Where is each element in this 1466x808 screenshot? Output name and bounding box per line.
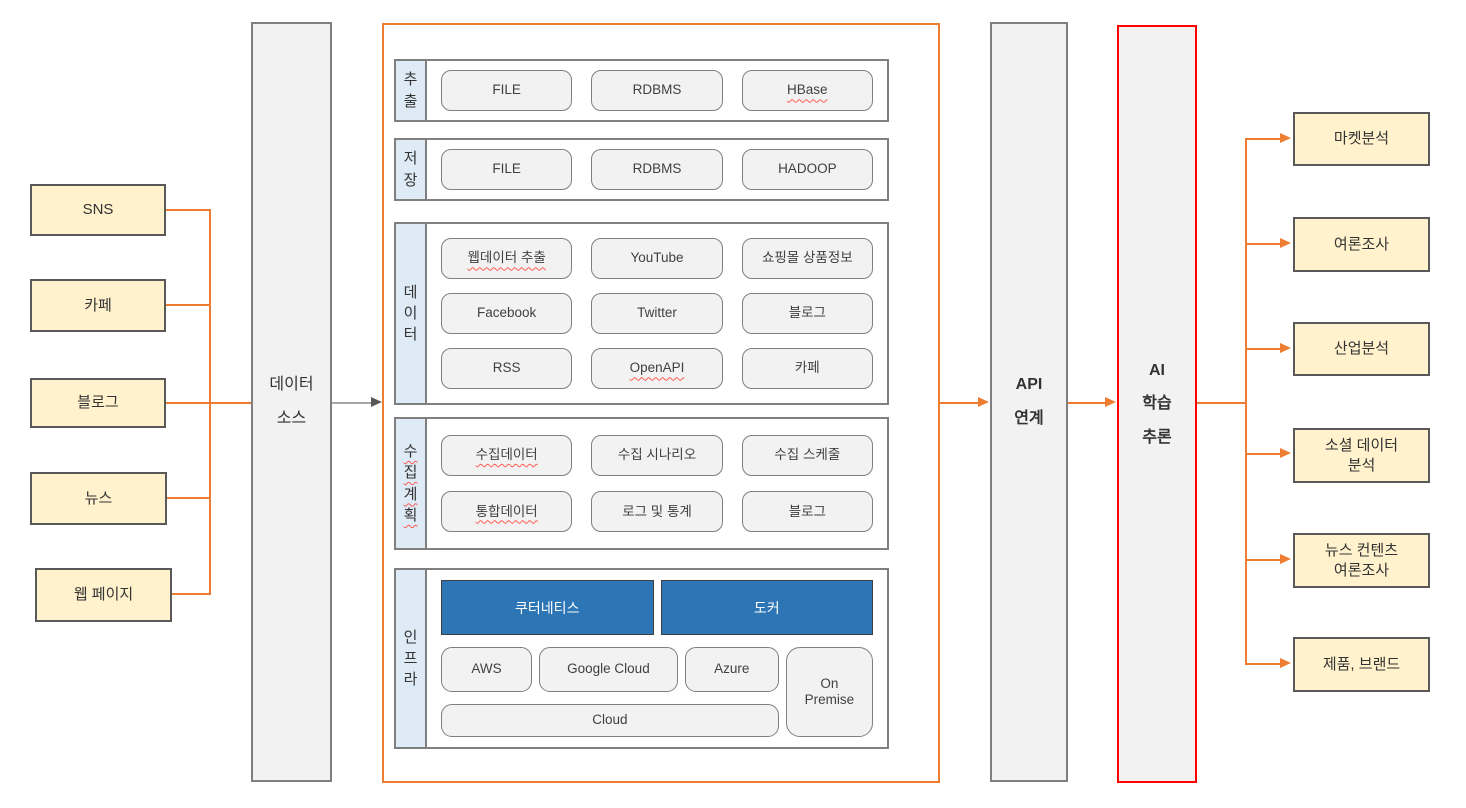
section-label-plan: 수집계획 bbox=[396, 419, 427, 548]
module-data-facebook: Facebook bbox=[441, 293, 573, 334]
branch-line-6 bbox=[1245, 663, 1280, 665]
infra-google-cloud-box: Google Cloud bbox=[539, 647, 678, 692]
connector-webpage-line bbox=[172, 593, 210, 595]
infra-cloud-box: Cloud bbox=[441, 704, 779, 737]
api-link-box: API 연계 bbox=[990, 22, 1068, 782]
module-store-rdbms: RDBMS bbox=[591, 149, 723, 190]
connector-cafe-line bbox=[166, 304, 210, 306]
branch-line-3 bbox=[1245, 348, 1280, 350]
module-store-file: FILE bbox=[441, 149, 573, 190]
infra-kubernetes-box: 쿠터네티스 bbox=[441, 580, 654, 635]
module-data-twitter: Twitter bbox=[591, 293, 723, 334]
branch-arrow-1-icon bbox=[1280, 133, 1291, 143]
module-store-hadoop: HADOOP bbox=[741, 149, 873, 190]
module-plan-collect-data: 수집데이터 bbox=[475, 447, 538, 463]
branch-arrow-5-icon bbox=[1280, 554, 1291, 564]
source-trunk-line bbox=[209, 209, 211, 595]
arrow-line-to-ai bbox=[1068, 402, 1107, 404]
section-store: 저장 FILE RDBMS HADOOP bbox=[394, 138, 889, 201]
infra-on-premise-box: On Premise bbox=[785, 647, 873, 737]
source-box-webpage: 웹 페이지 bbox=[35, 568, 172, 622]
module-data-rss: RSS bbox=[441, 348, 573, 389]
module-data-shopping-info: 쇼핑몰 상품정보 bbox=[741, 238, 873, 279]
section-infra: 인프라 쿠터네티스 도커 AWS Google Cloud Azure On P… bbox=[394, 568, 889, 749]
section-data: 데이터 웹데이터 추출 YouTube 쇼핑몰 상품정보 Facebook Tw… bbox=[394, 222, 889, 405]
arrow-head-to-api-icon bbox=[978, 397, 989, 407]
branch-arrow-6-icon bbox=[1280, 658, 1291, 668]
branch-line-2 bbox=[1245, 243, 1280, 245]
section-plan: 수집계획 수집데이터 수집 시나리오 수집 스케줄 통합데이터 로그 및 통계 … bbox=[394, 417, 889, 550]
module-extract-file: FILE bbox=[441, 70, 573, 111]
module-data-cafe: 카페 bbox=[741, 348, 873, 389]
module-plan-log-stats: 로그 및 통계 bbox=[591, 491, 723, 533]
module-data-openapi: OpenAPI bbox=[629, 360, 685, 376]
module-plan-schedule: 수집 스케줄 bbox=[741, 434, 873, 476]
module-plan-scenario: 수집 시나리오 bbox=[591, 434, 723, 476]
arrow-head-to-frame-icon bbox=[371, 397, 382, 407]
output-box-product-brand: 제품, 브랜드 bbox=[1293, 637, 1430, 692]
output-box-social-data-analysis: 소셜 데이터 분석 bbox=[1293, 428, 1430, 483]
connector-news-line bbox=[167, 497, 210, 499]
infra-aws-box: AWS bbox=[441, 647, 533, 692]
output-box-news-content-poll: 뉴스 컨텐츠 여론조사 bbox=[1293, 533, 1430, 588]
source-box-sns: SNS bbox=[30, 184, 166, 236]
section-extract: 추출 FILE RDBMS HBase bbox=[394, 59, 889, 122]
branch-arrow-2-icon bbox=[1280, 238, 1291, 248]
section-label-data: 데이터 bbox=[396, 224, 427, 403]
connector-sns-line bbox=[166, 209, 210, 211]
branch-line-1 bbox=[1245, 138, 1280, 140]
module-extract-hbase: HBase bbox=[787, 82, 828, 98]
infra-azure-box: Azure bbox=[684, 647, 779, 692]
module-plan-blog: 블로그 bbox=[741, 491, 873, 533]
module-extract-rdbms: RDBMS bbox=[591, 70, 723, 111]
output-box-industry-analysis: 산업분석 bbox=[1293, 322, 1430, 376]
module-data-blog: 블로그 bbox=[741, 293, 873, 334]
source-box-blog: 블로그 bbox=[30, 378, 166, 428]
arrow-line-to-api bbox=[940, 402, 980, 404]
branch-line-5 bbox=[1245, 559, 1280, 561]
ai-inference-box: AI 학습 추론 bbox=[1117, 25, 1197, 783]
section-label-store: 저장 bbox=[396, 140, 427, 199]
module-data-youtube: YouTube bbox=[591, 238, 723, 279]
arrow-line-to-frame bbox=[332, 402, 373, 404]
section-label-infra: 인프라 bbox=[396, 570, 427, 747]
arrow-head-to-ai-icon bbox=[1105, 397, 1116, 407]
branch-arrow-4-icon bbox=[1280, 448, 1291, 458]
module-plan-integrated-data: 통합데이터 bbox=[475, 503, 538, 519]
section-label-extract: 추출 bbox=[396, 61, 427, 120]
ai-output-line bbox=[1197, 402, 1246, 404]
branch-arrow-3-icon bbox=[1280, 343, 1291, 353]
data-source-box: 데이터 소스 bbox=[251, 22, 332, 782]
infra-docker-box: 도커 bbox=[660, 580, 873, 635]
source-box-news: 뉴스 bbox=[30, 472, 167, 525]
branch-line-4 bbox=[1245, 453, 1280, 455]
source-box-cafe: 카페 bbox=[30, 279, 166, 332]
output-box-market-analysis: 마켓분석 bbox=[1293, 112, 1430, 166]
output-box-opinion-poll: 여론조사 bbox=[1293, 217, 1430, 272]
module-data-web-extract: 웹데이터 추출 bbox=[467, 250, 546, 266]
output-trunk-line bbox=[1245, 138, 1247, 665]
